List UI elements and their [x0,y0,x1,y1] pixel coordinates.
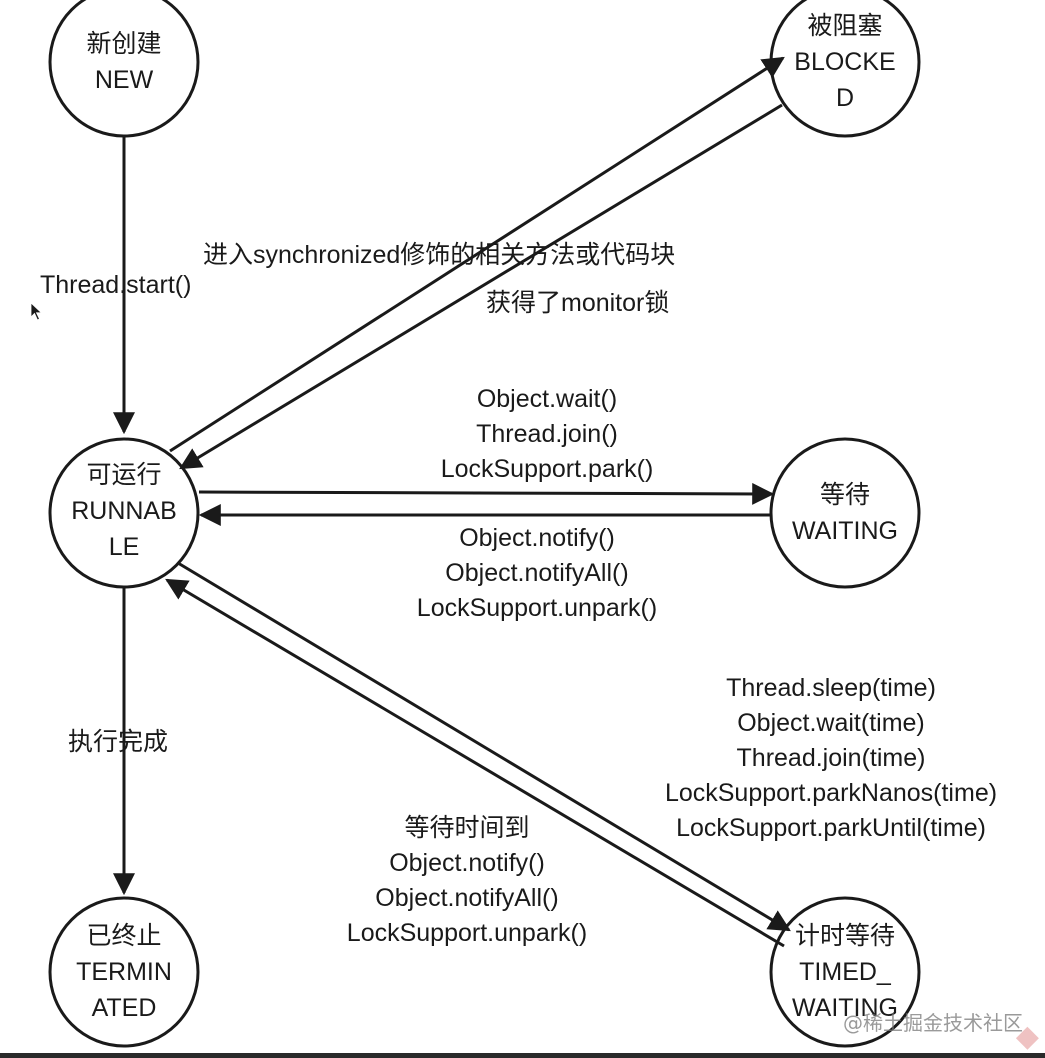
node-timed-waiting: 计时等待 TIMED_ WAITING [792,918,898,1026]
edge-terminate-label: 执行完成 [68,728,169,756]
node-terminated-line: ATED [91,994,157,1022]
edge-to-timed-waiting-line: Object.wait(time) [737,709,925,737]
edge-to-timed-waiting-line: LockSupport.parkUntil(time) [676,814,986,842]
node-new-line: 新创建 [86,30,162,58]
node-timed-waiting-line: TIMED_ [799,958,891,986]
edge-from-waiting-label: Object.notify() Object.notifyAll() LockS… [417,521,657,626]
node-waiting-line: WAITING [791,517,899,545]
watermark-logo-icon: ◆ [1015,1019,1039,1054]
node-runnable-line: 可运行 [86,461,162,489]
edge-to-timed-waiting-line: Thread.join(time) [736,744,926,772]
edge-to-waiting-label: Object.wait() Thread.join() LockSupport.… [441,382,654,487]
edge-from-timed-waiting-line: LockSupport.unpark() [346,919,588,947]
edge-to-waiting-arrow [198,482,775,505]
node-new-circle [48,0,200,138]
node-blocked-line: D [835,84,855,112]
edge-from-blocked-arrow [179,103,783,470]
node-terminated-line: TERMIN [76,958,172,986]
node-waiting-circle [769,437,921,589]
node-runnable-circle [48,437,200,589]
node-blocked-line: 被阻塞 [807,12,883,40]
edge-from-waiting-line: Object.notifyAll() [445,559,629,587]
edge-to-timed-waiting-line: LockSupport.parkNanos(time) [664,779,998,807]
node-blocked: 被阻塞 BLOCKE D [794,8,895,116]
node-new-line: NEW [94,66,154,94]
edge-to-timed-waiting-arrow [177,561,791,932]
edge-to-timed-waiting-label: Thread.sleep(time) Object.wait(time) Thr… [665,671,997,846]
edge-to-waiting-line: Object.wait() [476,385,618,413]
node-runnable-line: LE [108,533,140,561]
edge-start-label: Thread.start() [40,271,192,299]
node-runnable: 可运行 RUNNAB LE [71,457,177,565]
watermark-text: @稀土掘金技术社区 [843,1011,1023,1035]
edge-from-timed-waiting-line: 等待时间到 [404,814,530,842]
edge-from-timed-waiting-label: 等待时间到 Object.notify() Object.notifyAll()… [347,811,587,951]
node-terminated-line: 已终止 [86,922,162,950]
node-runnable-line: RUNNAB [71,497,177,525]
node-timed-waiting-line: WAITING [791,994,899,1022]
node-terminated-circle [48,896,200,1048]
node-terminated: 已终止 TERMIN ATED [76,918,172,1026]
edge-to-blocked-arrow [169,56,785,453]
edge-from-timed-waiting-line: Object.notifyAll() [375,884,559,912]
edge-to-waiting-line: LockSupport.park() [440,455,654,483]
edge-from-timed-waiting-arrow [165,578,785,948]
edge-from-blocked-label: 获得了monitor锁 [486,289,670,317]
edge-to-blocked-label: 进入synchronized修饰的相关方法或代码块 [203,241,676,269]
node-waiting: 等待 WAITING [792,477,898,549]
edge-from-waiting-line: Object.notify() [459,524,615,552]
node-waiting-line: 等待 [819,481,871,509]
edge-from-waiting-line: LockSupport.unpark() [416,594,658,622]
node-new: 新创建 NEW [86,26,161,98]
node-blocked-line: BLOCKE [794,48,896,76]
edge-to-waiting-line: Thread.join() [476,420,618,448]
edge-to-timed-waiting-line: Thread.sleep(time) [726,674,936,702]
edge-from-timed-waiting-line: Object.notify() [389,849,545,877]
mouse-pointer-icon [30,302,43,321]
node-timed-waiting-line: 计时等待 [794,922,896,950]
bottom-border [0,1053,1045,1058]
node-timed-waiting-circle [769,896,921,1048]
